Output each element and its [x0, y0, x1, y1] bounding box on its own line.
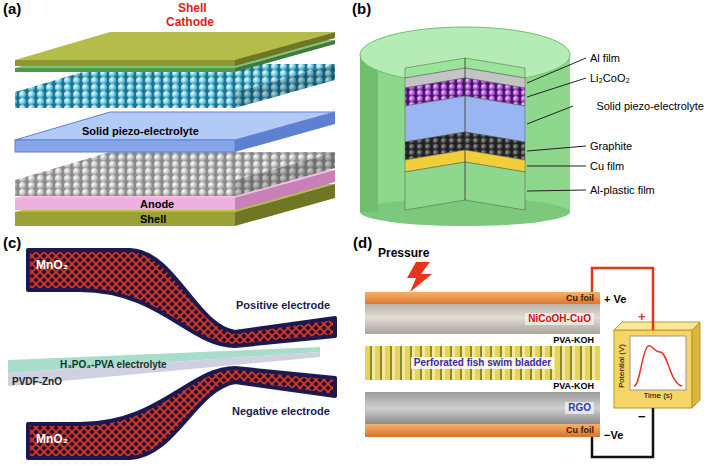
leader-line [527, 58, 586, 83]
part-label: Li₂CoO₂ [590, 71, 630, 85]
cathode-particles [235, 64, 335, 108]
mesh-electrode [28, 250, 335, 346]
cell-cylinder [360, 55, 378, 212]
axis-label: Time (s) [630, 392, 686, 401]
electrode-label: Negative electrode [232, 404, 330, 418]
panel-letter: (c) [3, 236, 21, 250]
panel-letter: (b) [352, 2, 371, 16]
meter-cube [634, 346, 682, 386]
layer-label: Cu foil [566, 293, 594, 304]
cell-layers [405, 58, 525, 210]
layer-label: Solid piezo-electrolyte [82, 124, 199, 138]
layer-label: NiCoOH-CuO [525, 313, 594, 325]
electrolyte-label: H₃PO₄-PVA electrolyte [60, 358, 167, 372]
top-shell [235, 32, 335, 66]
gel-electrolyte: PVA-KOH [365, 380, 600, 393]
layer-label: Anode [140, 197, 174, 211]
part-label: Solid piezo-electrolyte [596, 99, 704, 113]
cathode-particles [15, 64, 335, 108]
leader-line [527, 106, 573, 124]
electrolyte-slab [235, 112, 335, 152]
cathode-particles [235, 64, 335, 108]
mesh-electrode [28, 368, 335, 458]
mesh-electrode [28, 250, 335, 458]
meter-cube [692, 322, 700, 408]
terminal-label: + Ve [604, 292, 626, 306]
cathode-particles [15, 92, 235, 108]
terminal-sign: − [638, 410, 646, 424]
layer-label: Shell [140, 212, 166, 226]
meter-cube [630, 336, 686, 390]
anode-particles [235, 152, 335, 196]
separator-label: PVDF-ZnO [12, 375, 62, 389]
anode-layer: RGO [365, 392, 600, 424]
anode-particles [15, 152, 335, 196]
cathode-film [15, 68, 235, 72]
cell-cylinder [360, 27, 570, 226]
part-label: Al-plastic film [590, 183, 655, 197]
meter-cube [614, 322, 700, 330]
terminal-label: −Ve [604, 428, 623, 442]
material-label: MnO₂ [36, 432, 68, 446]
leader-line [527, 146, 586, 151]
anode-particles [235, 152, 335, 196]
anode-particles [15, 180, 235, 196]
layer-label: Perforated fish swim bladder [411, 357, 554, 369]
layer-label: PVA-KOH [553, 335, 594, 346]
leader-line [527, 166, 586, 167]
meter-cube [614, 330, 692, 408]
bottom-shell [15, 212, 235, 226]
cell-cylinder [360, 198, 570, 226]
pressure-label: Pressure [378, 246, 429, 260]
top-shell [15, 32, 335, 66]
panel-letter: (a) [3, 2, 21, 16]
part-label: Al film [590, 51, 620, 65]
layer-label: RGO [565, 402, 594, 414]
anode-film [15, 198, 235, 210]
electrolyte-slab [15, 112, 335, 152]
voltage-meter: +Potential (V)Time (s)− [614, 330, 692, 408]
copper-foil: Cu foil [365, 424, 600, 437]
leader-line [527, 58, 586, 191]
pressure-bolt [407, 262, 432, 292]
part-label: Graphite [590, 139, 632, 153]
material-label: MnO₂ [36, 258, 68, 272]
electrode-label: Positive electrode [236, 298, 330, 312]
layer-label: Shell [178, 1, 207, 15]
layer-label: PVA-KOH [553, 381, 594, 392]
negative-wire [592, 408, 653, 457]
layer-label: Cu foil [566, 425, 594, 436]
gel-electrolyte: PVA-KOH [365, 334, 600, 347]
layer-label: Cathode [166, 15, 214, 29]
leader-line [527, 190, 586, 191]
axis-label: Potential (V) [618, 344, 627, 388]
separator-layer: Perforated fish swim bladder [365, 346, 600, 380]
leader-line [527, 78, 586, 97]
positive-wire [592, 268, 653, 330]
meter-cube [614, 322, 700, 408]
copper-foil: Cu foil [365, 292, 600, 305]
part-label: Cu film [590, 159, 624, 173]
cell-layers [465, 58, 466, 200]
top-shell [15, 60, 235, 66]
terminal-sign: + [638, 310, 646, 324]
panel-letter: (d) [353, 236, 372, 250]
electrolyte-slab [15, 140, 235, 152]
cathode-layer: NiCoOH-CuO [365, 304, 600, 334]
